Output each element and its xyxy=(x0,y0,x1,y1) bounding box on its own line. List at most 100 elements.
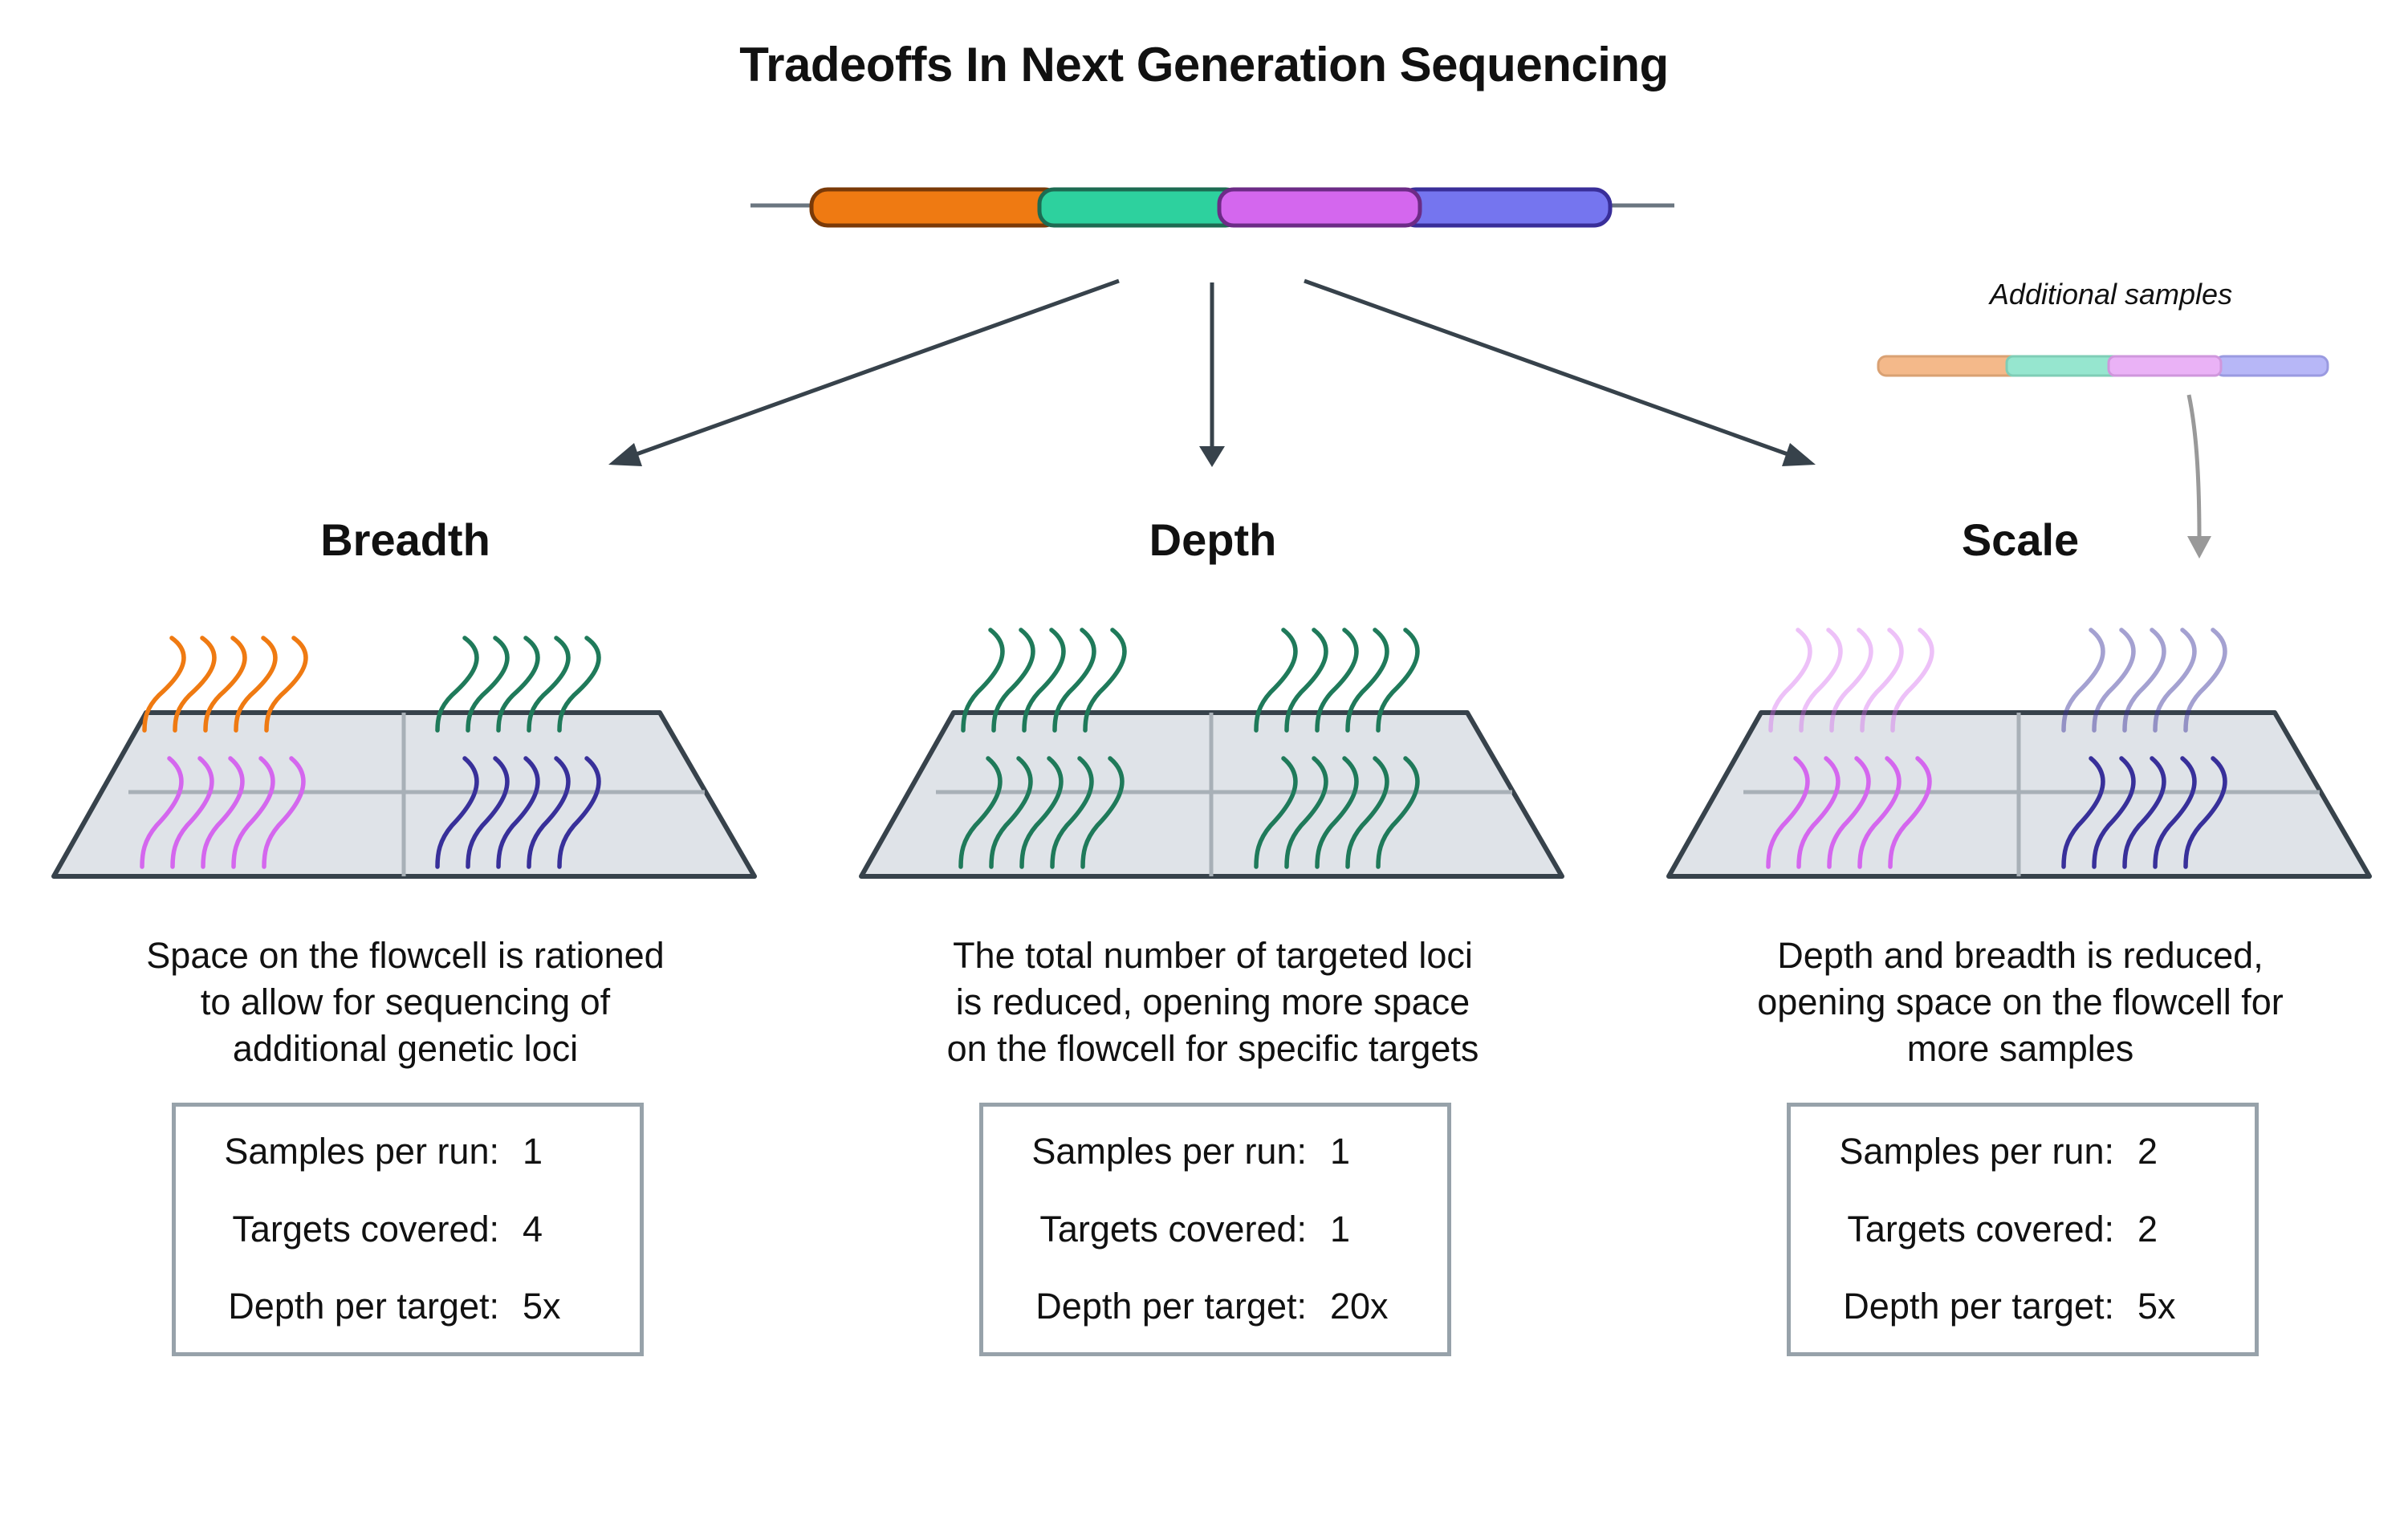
description-breadth: Space on the flowcell is rationed to all… xyxy=(60,933,750,1072)
sequencing-read xyxy=(1827,756,1871,869)
description-line: additional genetic loci xyxy=(232,1028,579,1069)
description-line: on the flowcell for specific targets xyxy=(946,1028,1479,1069)
sequencing-read xyxy=(2092,756,2136,869)
read-group-7 xyxy=(1254,756,1420,869)
heading-breadth: Breadth xyxy=(320,514,490,565)
gray-arrowhead xyxy=(2187,536,2211,559)
stat-value: 1 xyxy=(523,1131,543,1172)
sequencing-read xyxy=(2153,756,2197,869)
description-line: Space on the flowcell is rationed xyxy=(146,935,665,976)
faint-segment-blue xyxy=(2214,355,2329,377)
faint-segment-magenta xyxy=(2107,355,2223,377)
sequencing-read xyxy=(496,636,540,733)
sequencing-read xyxy=(1376,756,1420,869)
sequencing-read xyxy=(435,636,479,733)
sequencing-read xyxy=(435,756,479,869)
sequencing-read xyxy=(1888,756,1932,869)
sequencing-read xyxy=(201,756,245,869)
read-groups xyxy=(140,628,2227,869)
sequencing-read xyxy=(1890,628,1934,733)
stat-value: 2 xyxy=(2138,1209,2158,1250)
description-line: opening space on the flowcell for xyxy=(1757,981,2284,1022)
flowcells xyxy=(51,710,2372,879)
branch-arrows xyxy=(633,278,1791,457)
sequencing-read xyxy=(557,636,601,733)
sequencing-read xyxy=(2183,628,2227,733)
sequencing-read xyxy=(2061,756,2105,869)
description-line: The total number of targeted loci xyxy=(953,935,1473,976)
stat-value: 5x xyxy=(2138,1286,2176,1327)
sequencing-read xyxy=(527,756,571,869)
read-group-4 xyxy=(961,628,1127,733)
stats-box-depth: Samples per run:1 Targets covered:1 Dept… xyxy=(979,1103,1451,1356)
sequencing-read xyxy=(1254,756,1298,869)
faint-segment-green xyxy=(2005,355,2121,377)
read-group-5 xyxy=(1254,628,1420,733)
sequencing-read xyxy=(961,628,1005,733)
additional-samples-bar xyxy=(1877,355,2329,377)
sequencing-read xyxy=(991,628,1035,733)
sequencing-read xyxy=(2122,756,2166,869)
sequencing-read xyxy=(1019,756,1064,869)
stat-label: Targets covered: xyxy=(1847,1209,2114,1250)
description-line: Depth and breadth is reduced, xyxy=(1777,935,2264,976)
genome-bar xyxy=(750,187,1674,228)
target-segment-blue xyxy=(1397,187,1613,228)
sequencing-read xyxy=(170,756,214,869)
heading-depth: Depth xyxy=(1149,514,1277,565)
sequencing-read xyxy=(140,756,184,869)
sequencing-read xyxy=(1315,628,1359,733)
read-group-3 xyxy=(435,756,601,869)
sequencing-read xyxy=(1376,628,1420,733)
arrowhead-depth xyxy=(1199,446,1225,467)
stat-value: 4 xyxy=(523,1209,543,1250)
sequencing-read xyxy=(1080,756,1125,869)
stat-value: 2 xyxy=(2138,1131,2158,1172)
target-segment-green xyxy=(1037,187,1243,228)
additional-samples-label: Additional samples xyxy=(1989,278,2233,311)
heading-scale: Scale xyxy=(1961,514,2080,565)
read-group-2 xyxy=(140,756,306,869)
description-scale: Depth and breadth is reduced, opening sp… xyxy=(1675,933,2365,1072)
stat-value: 1 xyxy=(1330,1209,1351,1250)
stat-label: Depth per target: xyxy=(228,1286,499,1327)
sequencing-read xyxy=(2153,628,2197,733)
sequencing-read xyxy=(958,756,1003,869)
flowcell-2 xyxy=(1666,710,2372,879)
read-group-1 xyxy=(435,636,601,733)
description-depth: The total number of targeted loci is red… xyxy=(868,933,1558,1072)
stat-label: Samples per run: xyxy=(1031,1131,1307,1172)
sequencing-read xyxy=(527,636,571,733)
arrow-to-scale xyxy=(1304,278,1791,457)
sequencing-read xyxy=(1857,756,1902,869)
sequencing-read xyxy=(466,756,510,869)
sequencing-read xyxy=(264,636,308,733)
sequencing-read xyxy=(1796,756,1841,869)
sequencing-read xyxy=(234,636,278,733)
description-line: more samples xyxy=(1906,1028,2134,1069)
arrowhead-breadth xyxy=(608,443,642,466)
sequencing-read xyxy=(2061,628,2105,733)
sequencing-read xyxy=(231,756,275,869)
sequencing-read xyxy=(1254,628,1298,733)
stat-label: Depth per target: xyxy=(1035,1286,1307,1327)
sequencing-read xyxy=(557,756,601,869)
page-title: Tradeoffs In Next Generation Sequencing xyxy=(739,38,1669,91)
read-group-0 xyxy=(142,636,308,733)
sequencing-read xyxy=(1768,628,1812,733)
sequencing-read xyxy=(1766,756,1810,869)
stats-box-scale: Samples per run:2 Targets covered:2 Dept… xyxy=(1787,1103,2259,1356)
stat-label: Samples per run: xyxy=(224,1131,499,1172)
arrow-to-breadth xyxy=(633,278,1120,457)
sequencing-read xyxy=(1315,756,1359,869)
sequencing-read xyxy=(262,756,306,869)
sequencing-read xyxy=(466,636,510,733)
stat-value: 20x xyxy=(1330,1286,1389,1327)
sequencing-read xyxy=(1022,628,1066,733)
sequencing-read xyxy=(173,636,217,733)
gray-arrow-line xyxy=(2186,394,2202,540)
arrowhead-scale xyxy=(1782,443,1816,466)
sequencing-read xyxy=(1284,628,1328,733)
stats-box-breadth: Samples per run:1 Targets covered:4 Dept… xyxy=(172,1103,644,1356)
